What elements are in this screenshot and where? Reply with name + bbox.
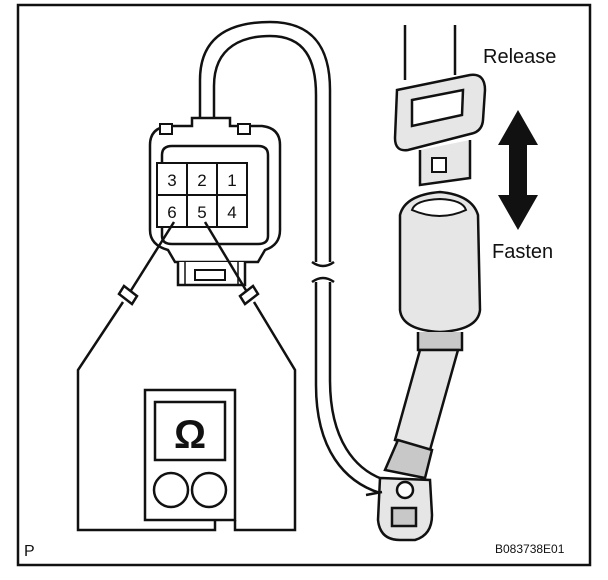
- pin-label: 5: [197, 203, 206, 222]
- pin-grid: [156, 162, 248, 228]
- fasten-label: Fasten: [492, 241, 553, 263]
- meter-leads: [76, 301, 297, 532]
- seatbelt-tongue: [393, 25, 487, 187]
- release-fasten-arrow: [498, 110, 538, 230]
- diagram-border: [16, 3, 592, 567]
- seatbelt-buckle: [365, 190, 482, 542]
- pin-label: 2: [197, 171, 206, 190]
- connector: 3 2 1 6 5 4: [148, 116, 282, 287]
- pin-label: 1: [227, 171, 236, 190]
- pin-label: 4: [227, 203, 236, 222]
- harness-cable: [198, 20, 386, 495]
- meter-jack-left: [152, 471, 190, 509]
- meter-jack-right: [190, 471, 228, 509]
- release-label: Release: [483, 46, 556, 68]
- pin-label: 3: [167, 171, 176, 190]
- ohm-symbol: Ω: [174, 413, 206, 457]
- pin-label: 6: [167, 203, 176, 222]
- page-mark: P: [24, 543, 35, 560]
- ohmmeter: Ω: [143, 388, 237, 522]
- ohmmeter-display: [153, 400, 227, 462]
- figure-code: B083738E01: [495, 542, 565, 556]
- test-probes: [117, 221, 260, 306]
